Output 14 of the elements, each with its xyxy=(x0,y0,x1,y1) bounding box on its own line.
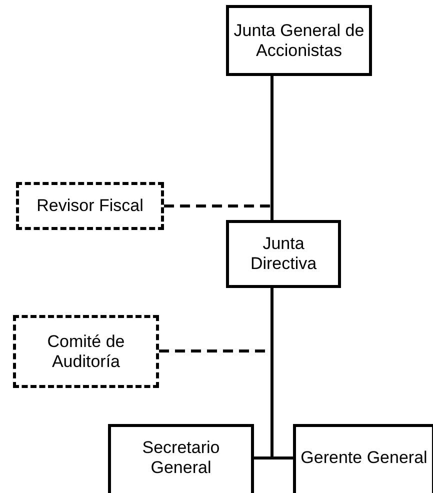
role-label: Junta Directiva xyxy=(249,234,318,274)
role-label: Comité de Auditoría xyxy=(46,332,126,372)
dashed-connector xyxy=(164,204,272,208)
dashed-box xyxy=(13,315,159,388)
connector-line xyxy=(270,76,274,220)
org-box xyxy=(226,220,341,288)
org-box xyxy=(293,424,433,493)
role-label: Gerente General xyxy=(300,448,428,468)
role-label: Secretario General xyxy=(141,438,221,478)
org-box xyxy=(108,424,254,493)
role-label: Junta General de Accionistas xyxy=(232,20,366,60)
org-box xyxy=(226,5,372,76)
role-label: Revisor Fiscal xyxy=(36,196,144,216)
dashed-box xyxy=(16,182,164,230)
